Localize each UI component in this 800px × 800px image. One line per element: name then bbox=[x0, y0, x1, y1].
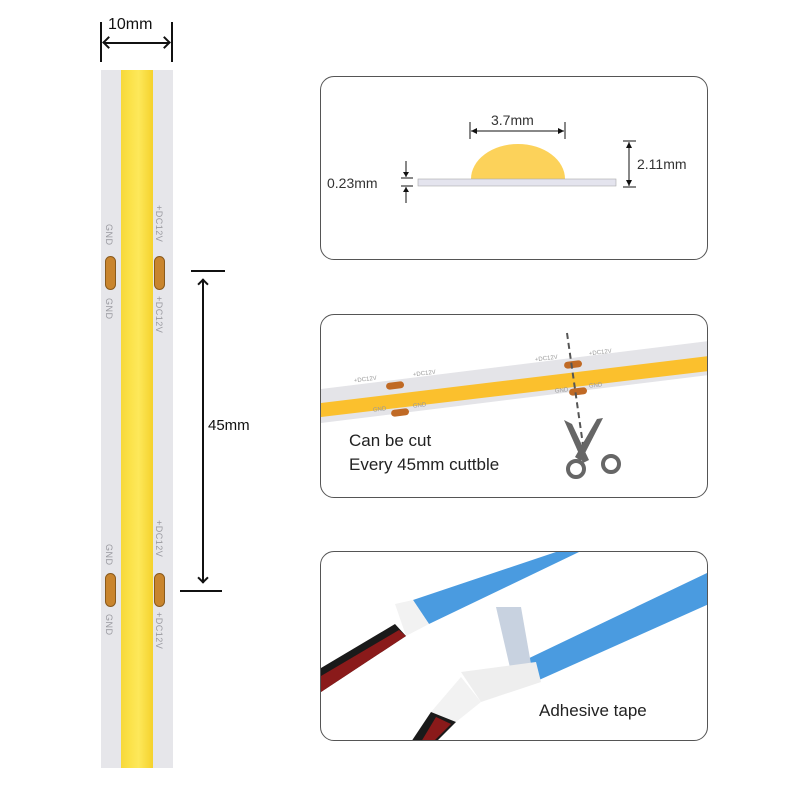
solder-pad-dc bbox=[154, 256, 165, 290]
solder-pad-dc bbox=[154, 573, 165, 607]
dc-label: +DC12V bbox=[154, 520, 164, 558]
width-arrow-line bbox=[105, 42, 169, 44]
cut-text-line1: Can be cut bbox=[349, 431, 432, 450]
width-label: 10mm bbox=[108, 16, 153, 33]
angled-strip-diagram bbox=[321, 332, 707, 479]
adhesive-panel: Adhesive tape bbox=[320, 551, 708, 741]
adhesive-tape-photo bbox=[321, 552, 707, 740]
cut-spacing-label: 45mm bbox=[208, 417, 250, 434]
gnd-label: GND bbox=[104, 544, 114, 566]
cut-spacing-dimension bbox=[180, 270, 280, 595]
height-label: 2.11mm bbox=[637, 156, 687, 172]
cross-section-diagram bbox=[401, 122, 636, 203]
cross-section-panel: 3.7mm 2.11mm 0.23mm bbox=[320, 76, 708, 260]
dimension-line bbox=[202, 280, 204, 583]
cut-panel: +DC12V +DC12V GND GND +DC12V +DC12V GND … bbox=[320, 314, 708, 498]
solder-pad-gnd bbox=[105, 573, 116, 607]
gnd-label: GND bbox=[104, 614, 114, 636]
width-tick-left bbox=[100, 22, 102, 62]
tick-bottom bbox=[180, 590, 222, 592]
adhesive-label: Adhesive tape bbox=[539, 701, 647, 720]
led-strip-cob bbox=[121, 70, 153, 768]
dc-label: +DC12V bbox=[154, 296, 164, 334]
dc-label: +DC12V bbox=[154, 612, 164, 650]
arrow-left-icon bbox=[102, 36, 115, 49]
tick-top bbox=[191, 270, 225, 272]
solder-pad-gnd bbox=[105, 256, 116, 290]
thickness-label: 0.23mm bbox=[327, 175, 378, 191]
dc-label: +DC12V bbox=[154, 205, 164, 243]
dome-width-label: 3.7mm bbox=[491, 112, 534, 128]
width-tick-right bbox=[171, 22, 173, 62]
width-dimension: 10mm bbox=[99, 14, 175, 62]
arrow-right-icon bbox=[158, 36, 171, 49]
gnd-label: GND bbox=[104, 224, 114, 246]
arrow-down-icon bbox=[197, 572, 209, 584]
cut-text-line2: Every 45mm cuttble bbox=[349, 455, 500, 474]
gnd-label: GND bbox=[104, 298, 114, 320]
scissors-icon bbox=[564, 418, 621, 479]
